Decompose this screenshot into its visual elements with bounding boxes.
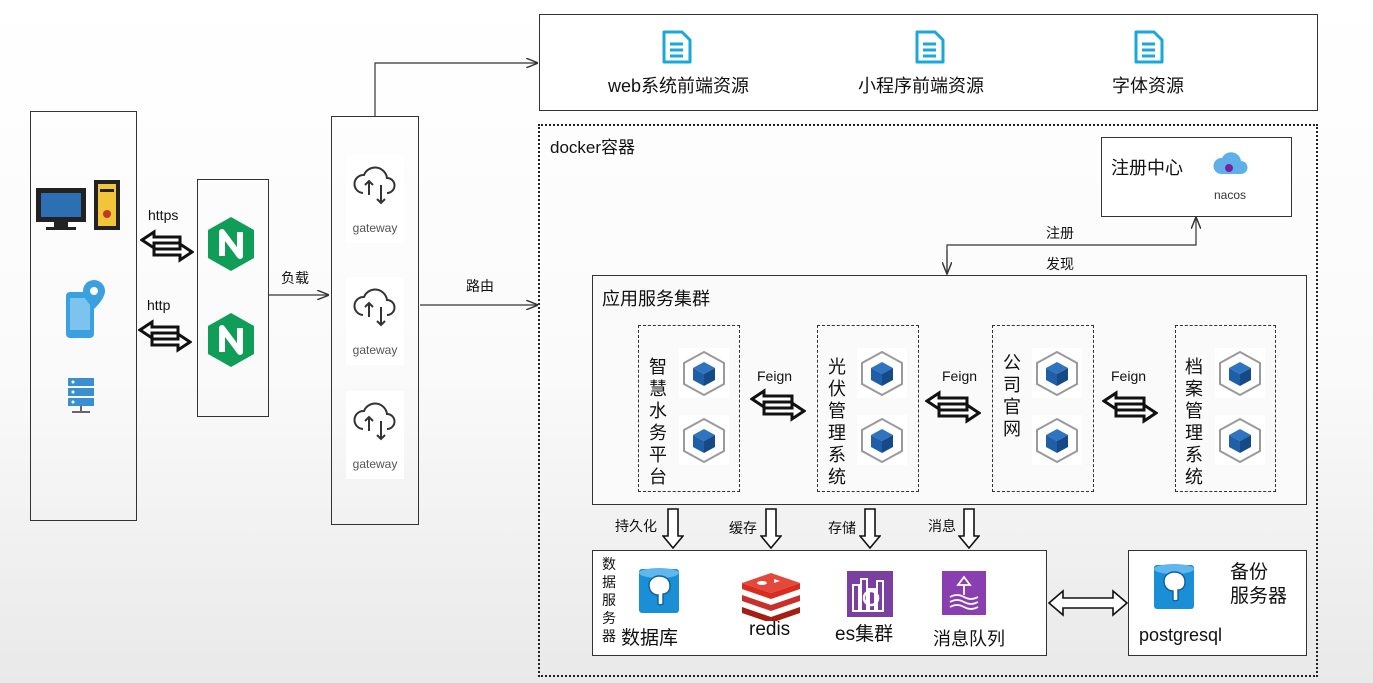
app-cluster-title: 应用服务集群 (602, 289, 710, 309)
feign-label: Feign (757, 368, 793, 384)
message-queue-icon (942, 571, 986, 615)
http-double-arrow-icon (138, 319, 192, 353)
docker-title: docker容器 (550, 138, 636, 157)
document-icon (1134, 30, 1164, 64)
gateway-node: gateway (346, 391, 404, 479)
service-box: 智慧水务平台 (638, 325, 740, 492)
backup-title-line2: 服务器 (1230, 586, 1288, 607)
static-resource-label: 小程序前端资源 (858, 76, 984, 96)
gateway-node: gateway (346, 277, 404, 365)
gateway-box: gateway gateway gateway (331, 116, 419, 525)
store-label: 存储 (828, 520, 856, 536)
gateway-node: gateway (346, 155, 404, 243)
service-name: 光伏管理系统 (828, 357, 846, 487)
nacos-icon (1213, 152, 1248, 174)
service-name: 公司官网 (1003, 353, 1021, 439)
service-instance-icon (1215, 415, 1265, 465)
document-icon (662, 30, 692, 64)
postgresql-icon (639, 568, 679, 613)
discover-label: 发现 (1046, 256, 1074, 272)
service-instance-icon (1032, 415, 1082, 465)
service-instance-icon (1032, 348, 1082, 398)
service-instance-icon (857, 348, 907, 398)
persist-label: 持久化 (615, 518, 657, 534)
docker-container: docker容器 (538, 124, 1318, 677)
feign-double-arrow-icon (925, 390, 981, 424)
static-resource-label: web系统前端资源 (608, 76, 750, 96)
down-arrow-icon (958, 508, 980, 550)
nginx-icon (208, 313, 254, 367)
gateway-label: gateway (352, 343, 398, 357)
redis-icon (742, 573, 800, 621)
gateway-label: gateway (352, 221, 398, 235)
feign-label: Feign (942, 368, 978, 384)
postgresql-icon (1154, 564, 1194, 609)
service-instance-icon (679, 415, 729, 465)
message-label: 消息 (928, 518, 956, 534)
backup-server-box: 备份 服务器 postgresql (1128, 550, 1307, 656)
service-box: 公司官网 (992, 325, 1094, 492)
cloud-upload-download-icon (353, 166, 396, 205)
service-instance-icon (1215, 348, 1265, 398)
https-label: https (148, 207, 179, 223)
registry-box: 注册中心 nacos (1101, 137, 1292, 217)
load-label: 负载 (281, 270, 309, 286)
route-label: 路由 (466, 278, 494, 294)
static-resources-box: web系统前端资源 小程序前端资源 字体资源 (539, 14, 1318, 111)
data-servers-title: 数据服务器 (602, 556, 616, 644)
nginx-box (197, 179, 269, 417)
data-item-label: 消息队列 (933, 629, 1005, 649)
data-item-label: 数据库 (621, 628, 679, 649)
service-box: 档案管理系统 (1175, 325, 1276, 492)
backup-db-label: postgresql (1139, 625, 1223, 645)
cache-label: 缓存 (729, 520, 757, 536)
service-instance-icon (857, 415, 907, 465)
register-label: 注册 (1046, 225, 1074, 241)
mobile-location-icon (66, 280, 105, 338)
registry-title: 注册中心 (1111, 158, 1183, 178)
service-name: 档案管理系统 (1185, 357, 1203, 487)
nacos-label: nacos (1214, 188, 1247, 202)
service-instance-icon (679, 348, 729, 398)
document-icon (915, 30, 945, 64)
https-double-arrow-icon (140, 229, 194, 263)
elasticsearch-icon (847, 571, 893, 617)
feign-label: Feign (1111, 368, 1147, 384)
cloud-upload-download-icon (353, 402, 396, 441)
cloud-upload-download-icon (353, 288, 396, 327)
service-box: 光伏管理系统 (817, 325, 919, 492)
down-arrow-icon (662, 508, 684, 550)
server-rack-icon (68, 378, 94, 413)
backup-double-arrow-icon (1047, 589, 1129, 617)
clients-box (30, 111, 137, 521)
backup-title-line1: 备份 (1230, 562, 1269, 583)
gateway-label: gateway (352, 457, 398, 471)
data-item-label: redis (749, 619, 791, 640)
data-servers-box: 数据服务器 数据库 redis es集群 消息队列 (592, 550, 1047, 656)
service-name: 智慧水务平台 (649, 357, 667, 487)
feign-double-arrow-icon (750, 388, 806, 422)
data-item-label: es集群 (835, 624, 894, 645)
nginx-icon (208, 217, 254, 271)
http-label: http (147, 297, 171, 313)
feign-double-arrow-icon (1102, 390, 1158, 424)
gateway-to-static-line (374, 63, 537, 116)
down-arrow-icon (859, 508, 881, 550)
static-resource-label: 字体资源 (1112, 76, 1184, 96)
desktop-computer-icon (36, 180, 120, 230)
down-arrow-icon (760, 508, 782, 550)
